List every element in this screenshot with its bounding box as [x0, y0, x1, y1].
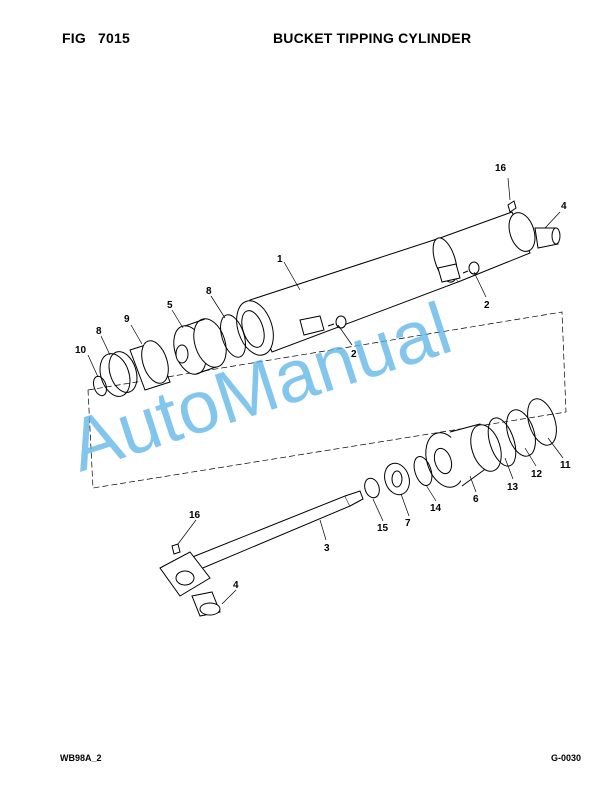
seal-ring-8-upper [220, 314, 246, 358]
callout-label: 5 [167, 300, 173, 311]
callout-label: 13 [507, 482, 519, 493]
rod-nut-part [384, 462, 410, 496]
footer-page-code: G-0030 [551, 753, 582, 763]
piston-part [425, 423, 502, 488]
callout-label: 12 [531, 469, 543, 480]
callout-label: 1 [277, 254, 283, 265]
callout-label: 3 [324, 543, 330, 554]
callout-label: 8 [96, 326, 102, 337]
seal-12 [506, 409, 536, 457]
callout-label: 2 [351, 349, 357, 360]
callout-labels: 16 4 1 2 2 8 5 9 8 10 11 12 13 6 14 7 15… [75, 163, 571, 591]
seal-ring-8-lower [99, 353, 131, 397]
page-title: BUCKET TIPPING CYLINDER [273, 30, 472, 46]
seal-14 [413, 456, 433, 486]
callout-label: 4 [561, 201, 567, 212]
footer-document-code: WB98A_2 [60, 753, 102, 763]
gland-part [173, 318, 227, 375]
callout-label: 4 [233, 580, 239, 591]
seal-11 [527, 398, 557, 446]
bush-part [191, 591, 221, 617]
callout-label: 16 [495, 163, 507, 174]
seal-15 [364, 477, 380, 499]
fig-label: FIG [62, 30, 86, 46]
callout-label: 8 [206, 286, 212, 297]
wear-ring-part [129, 340, 171, 391]
callout-label: 16 [189, 510, 201, 521]
callout-label: 7 [405, 518, 411, 529]
callout-label: 9 [124, 314, 130, 325]
callout-label: 10 [75, 345, 87, 356]
callout-label: 11 [560, 460, 571, 471]
circlip-part [93, 375, 107, 397]
exploded-view-boundary [87, 311, 567, 489]
piston-rod-part [159, 490, 364, 597]
fig-number: 7015 [98, 30, 130, 46]
seal-13 [487, 417, 517, 467]
callout-label: 15 [377, 523, 389, 534]
callout-label: 6 [473, 494, 479, 505]
callout-label: 2 [484, 300, 490, 311]
callout-label: 14 [430, 503, 442, 514]
